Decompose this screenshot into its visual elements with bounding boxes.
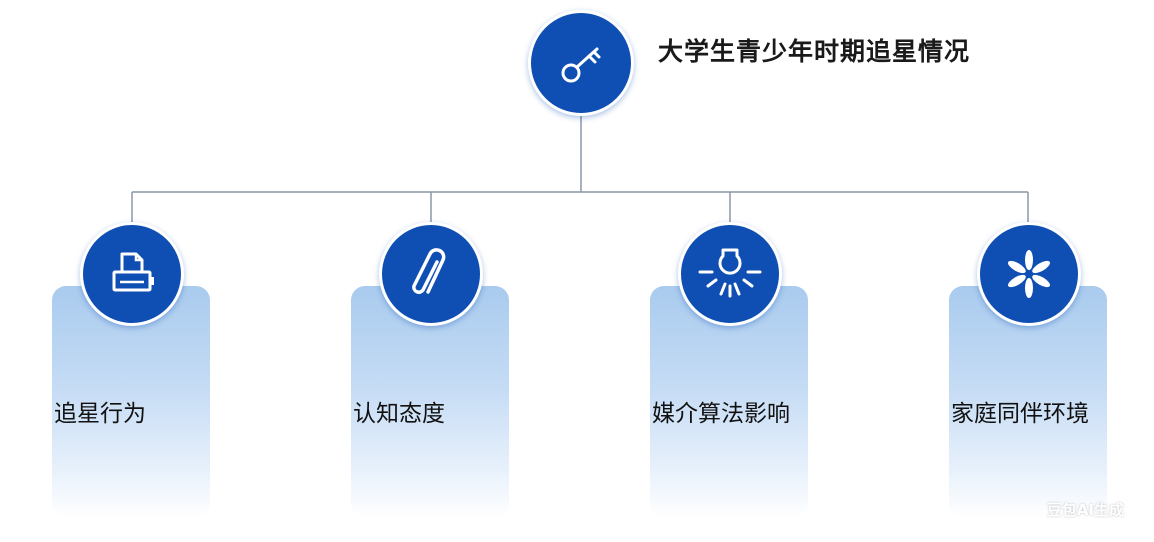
category-node-behavior	[80, 222, 184, 326]
printer-icon	[112, 252, 154, 292]
card-label: 家庭同伴环境	[951, 401, 1089, 427]
asterisk-icon	[1007, 250, 1051, 298]
category-node-environment	[977, 222, 1081, 326]
category-node-attitude	[379, 222, 483, 326]
key-icon	[561, 47, 601, 83]
card-label: 认知态度	[353, 401, 445, 427]
watermark: 豆包AI生成	[1046, 501, 1124, 519]
paperclip-icon	[412, 248, 446, 294]
category-node-media	[678, 222, 782, 326]
category-card-behavior: 追星行为	[52, 286, 210, 518]
root-node	[528, 10, 634, 116]
lightbulb-icon	[698, 248, 762, 298]
root-title: 大学生青少年时期追星情况	[658, 37, 971, 66]
card-label: 媒介算法影响	[652, 401, 790, 427]
card-label: 追星行为	[54, 401, 146, 427]
